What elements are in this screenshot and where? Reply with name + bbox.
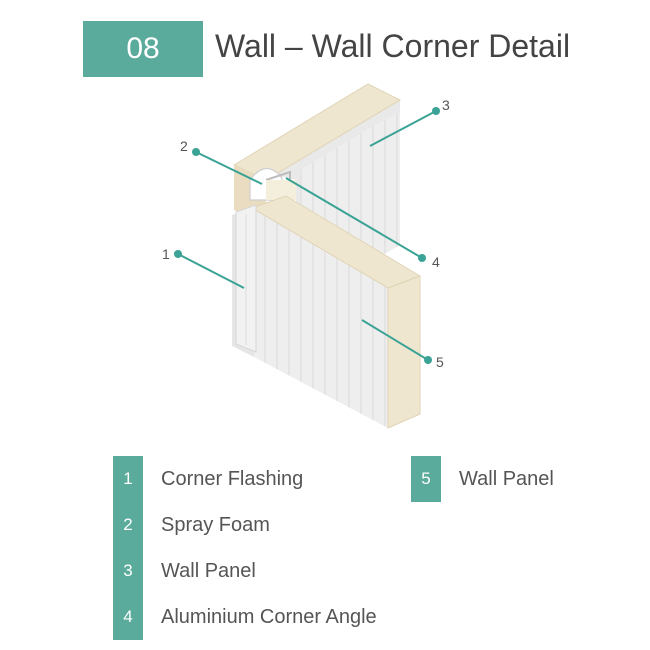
legend-label: Aluminium Corner Angle — [161, 605, 377, 628]
legend-label: Wall Panel — [459, 467, 554, 490]
page-title: Wall – Wall Corner Detail — [215, 28, 571, 64]
legend-item: 1 Corner Flashing — [113, 456, 303, 502]
legend-item: 3 Wall Panel — [113, 548, 256, 594]
callout-leaders — [174, 107, 440, 364]
legend-number: 5 — [411, 456, 441, 502]
legend-item: 4 Aluminium Corner Angle — [113, 594, 377, 640]
legend-label: Spray Foam — [161, 513, 270, 536]
legend-number: 3 — [113, 548, 143, 594]
detail-number-badge: 08 — [83, 21, 203, 77]
corner-flashing — [235, 204, 257, 353]
callout-number-4: 4 — [432, 254, 440, 270]
callout-number-1: 1 — [162, 246, 170, 262]
legend-number: 2 — [113, 502, 143, 548]
legend-number: 1 — [113, 456, 143, 502]
legend-item: 2 Spray Foam — [113, 502, 270, 548]
legend-label: Wall Panel — [161, 559, 256, 582]
callout-number-2: 2 — [180, 138, 188, 154]
legend-item: 5 Wall Panel — [411, 456, 554, 502]
callout-number-5: 5 — [436, 354, 444, 370]
callout-number-3: 3 — [442, 97, 450, 113]
legend-label: Corner Flashing — [161, 467, 304, 490]
legend-number: 4 — [113, 594, 143, 640]
